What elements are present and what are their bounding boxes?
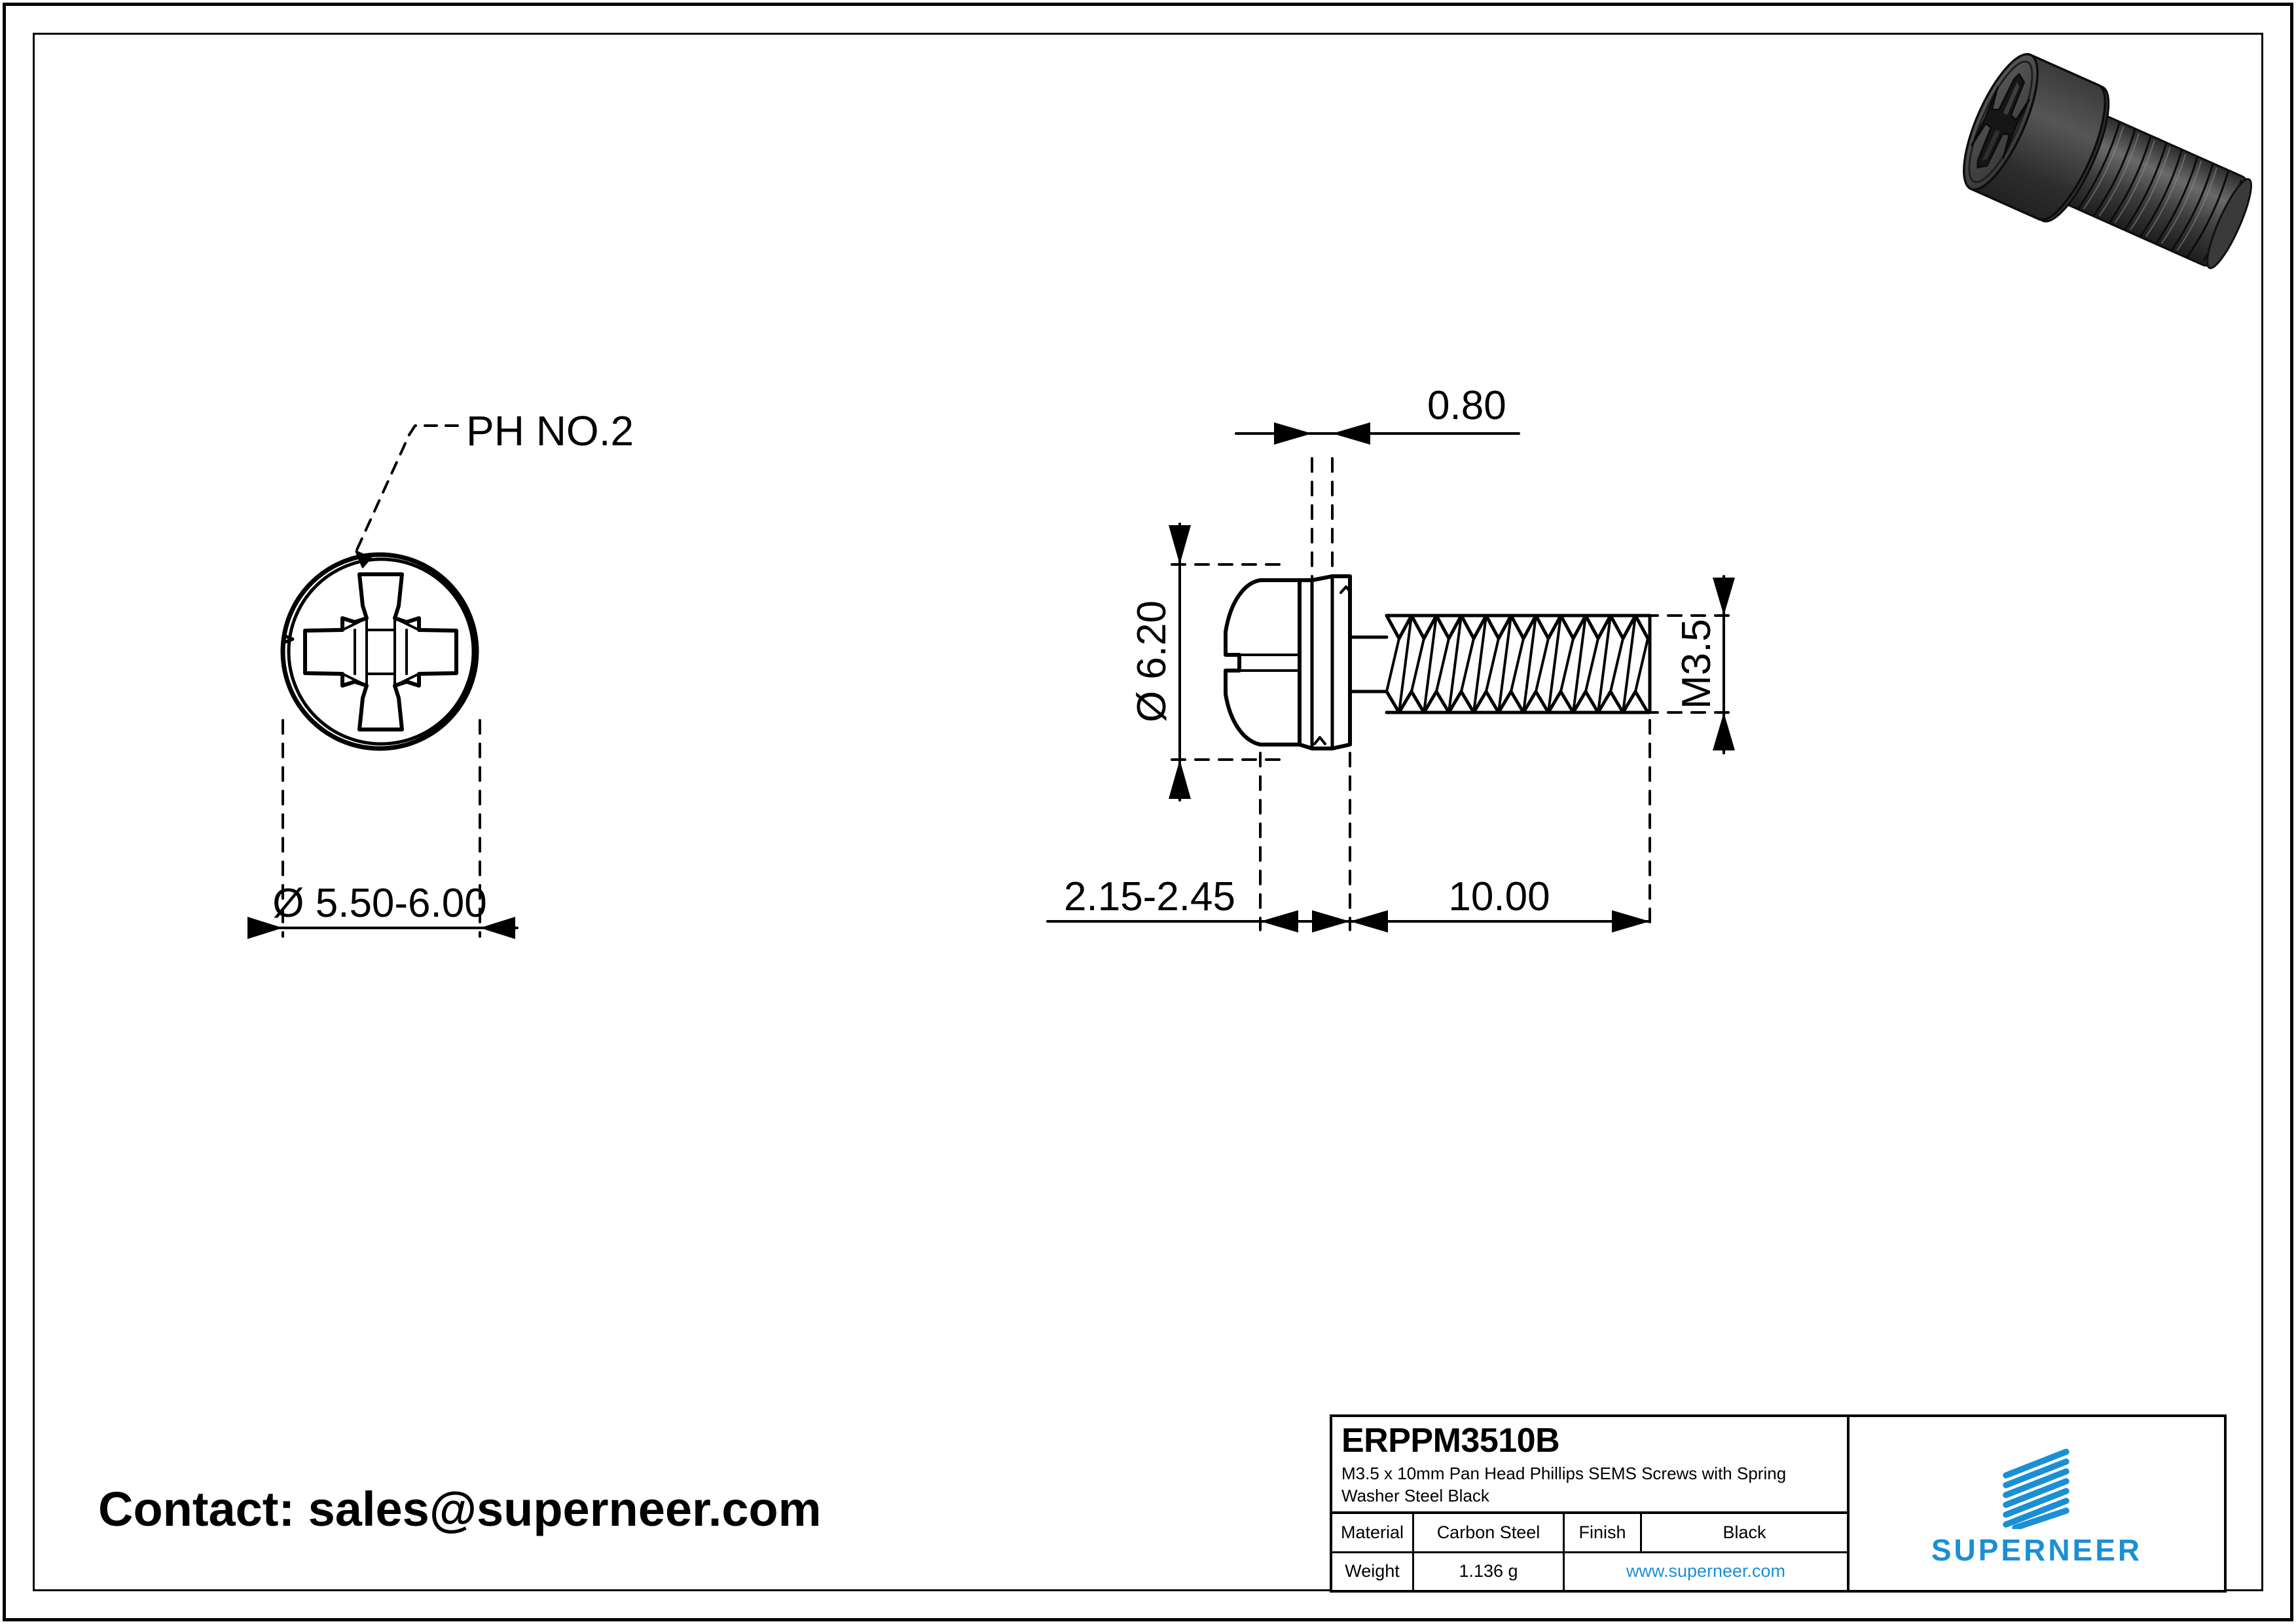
screw-3d-render	[1914, 34, 2281, 296]
bottom-dimensions	[1046, 719, 1651, 932]
head-height-label: 2.15-2.45	[1064, 874, 1235, 919]
weight-value: 1.136 g	[1414, 1553, 1565, 1590]
washer-thickness-label: 0.80	[1427, 383, 1506, 428]
sheet-border-outer	[3, 3, 2293, 1621]
front-diameter-dimension	[247, 719, 519, 939]
title-block-info: ERPPM3510B M3.5 x 10mm Pan Head Phillips…	[1332, 1417, 1850, 1590]
washer-thickness-dimension	[1235, 422, 1520, 584]
part-code: ERPPM3510B	[1341, 1422, 1560, 1460]
website-link[interactable]: www.superneer.com	[1626, 1561, 1786, 1581]
brand-area: SUPERNEER	[1850, 1417, 2224, 1590]
head-diameter-dimension	[1169, 523, 1288, 802]
brand-name: SUPERNEER	[1931, 1532, 2143, 1567]
sheet-border-inner	[33, 33, 2263, 1591]
superneer-logo-icon	[1998, 1447, 2075, 1532]
ph-callout-label: PH NO.2	[466, 407, 634, 454]
title-block-description-area: ERPPM3510B M3.5 x 10mm Pan Head Phillips…	[1332, 1417, 1847, 1514]
title-block: ERPPM3510B M3.5 x 10mm Pan Head Phillips…	[1330, 1414, 2227, 1593]
thread-size-label: M3.5	[1674, 619, 1719, 709]
part-description: M3.5 x 10mm Pan Head Phillips SEMS Screw…	[1341, 1464, 1787, 1505]
head-diameter-label: Ø 6.20	[1129, 600, 1175, 722]
material-label: Material	[1332, 1514, 1414, 1551]
ph-callout-leader	[355, 424, 459, 553]
front-diameter-label: Ø 5.50-6.00	[272, 881, 486, 926]
material-row: Material Carbon Steel Finish Black	[1332, 1514, 1847, 1553]
thread-size-dimension	[1596, 575, 1735, 754]
thread-length-label: 10.00	[1448, 874, 1550, 919]
front-view-geometry	[280, 552, 479, 751]
side-view-geometry	[1224, 574, 1652, 750]
material-value: Carbon Steel	[1414, 1514, 1565, 1551]
weight-row: Weight 1.136 g www.superneer.com	[1332, 1553, 1847, 1590]
finish-label: Finish	[1565, 1514, 1642, 1551]
weight-label: Weight	[1332, 1553, 1414, 1590]
ph-callout-arrowhead	[355, 550, 372, 568]
contact-text: Contact: sales@superneer.com	[98, 1482, 822, 1536]
finish-value: Black	[1722, 1522, 1766, 1542]
